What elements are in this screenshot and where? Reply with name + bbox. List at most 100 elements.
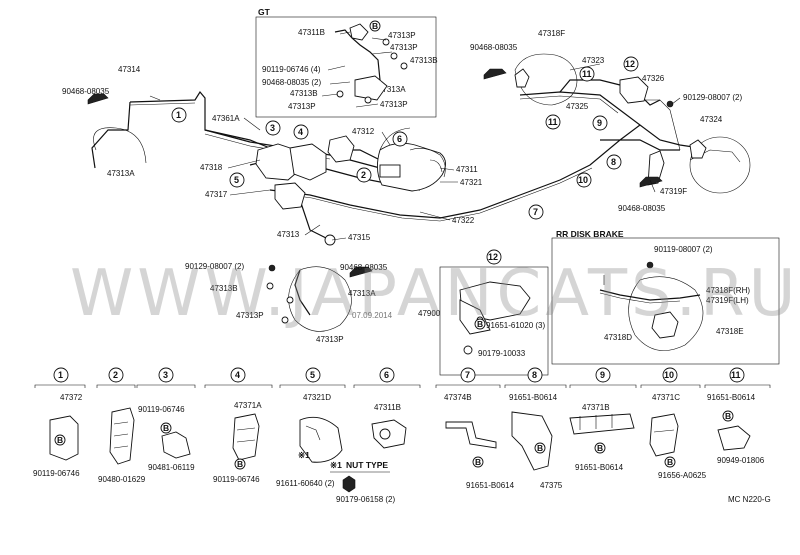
parts-row-number: 3: [163, 370, 168, 380]
b-marker: B: [57, 435, 63, 445]
parts-row-number: 10: [664, 370, 674, 380]
parts-row-top-label: 47321D: [303, 393, 331, 402]
parts-row-top-label: 47371B: [582, 403, 610, 412]
parts-row-number: 9: [600, 370, 605, 380]
parts-row-number: 2: [113, 370, 118, 380]
parts-row-number: 8: [532, 370, 537, 380]
gt-label: 47313P: [388, 31, 416, 40]
watermark-date: 07.09.2014: [352, 311, 393, 320]
part-label: 90179-10033: [478, 349, 526, 358]
gt-label: 47313A: [378, 85, 406, 94]
callout-number: 10: [578, 175, 588, 185]
parts-row-number: 1: [58, 370, 63, 380]
rr-disk-label: 47318F(RH): [706, 286, 750, 295]
parts-row-bottom-label: 91611-60640 (2): [276, 479, 335, 488]
part-label: 47900: [418, 309, 441, 318]
parts-row-bottom-label: 90119-06746: [33, 469, 80, 478]
parts-row-top-label: 91651-B0614: [707, 393, 756, 402]
part-label: 47311: [456, 165, 478, 174]
b-marker: B: [163, 423, 169, 433]
rr-disk-title: RR DISK BRAKE: [556, 229, 624, 239]
part-label: 47313A: [107, 169, 135, 178]
part-label: 90129-08007 (2): [185, 262, 244, 271]
b-marker: B: [537, 443, 543, 453]
parts-row-bottom-label: 91656-A0625: [658, 471, 707, 480]
parts-row-top-label: 47311B: [374, 403, 401, 412]
part-label: 91651-61020 (3): [486, 321, 545, 330]
b-marker: B: [597, 443, 603, 453]
valve-group-12: [439, 266, 549, 376]
rr-disk-label: 47319F(LH): [706, 296, 749, 305]
parts-row-top-label: 47371A: [234, 401, 262, 410]
callout-number: 6: [397, 134, 402, 144]
gt-label: 90468-08035 (2): [262, 78, 321, 87]
parts-row-number: 7: [465, 370, 470, 380]
parts-row-bottom-label: 90481-06119: [148, 463, 195, 472]
gt-label: 47313B: [290, 89, 318, 98]
part-label: 47324: [700, 115, 723, 124]
diagram-callouts: 1 2 3 4 5 6 7 8 9 10 11 11 12 12 B B: [171, 20, 639, 330]
part-label: 90468-08035: [62, 87, 110, 96]
callout-number: 11: [582, 69, 592, 79]
part-label: 47313A: [348, 289, 376, 298]
part-label: 90468-08035: [470, 43, 518, 52]
gt-label: 47313P: [380, 100, 408, 109]
b-marker: B: [667, 457, 673, 467]
rr-disk-brake-inset: RR DISK BRAKE 90119-08007 (2) 47318F(RH)…: [551, 229, 780, 365]
part-label: 47313P: [236, 311, 264, 320]
parts-row-top-label: 47374B: [444, 393, 472, 402]
parts-row-top-label: 47371C: [652, 393, 680, 402]
b-marker: B: [475, 457, 481, 467]
callout-number: 12: [625, 59, 635, 69]
callout-number: 9: [597, 118, 602, 128]
parts-row-number: 11: [731, 370, 741, 380]
part-label: 47361A: [212, 114, 240, 123]
b-marker: B: [237, 459, 243, 469]
callout-number: 2: [361, 170, 366, 180]
part-label: 47318: [200, 163, 223, 172]
part-label: 47318F: [538, 29, 565, 38]
gt-label: 47313P: [288, 102, 316, 111]
diagram-code: MC N220-G: [728, 495, 771, 504]
parts-row-number: 4: [235, 370, 240, 380]
gt-label: 47313B: [410, 56, 438, 65]
part-label: 47326: [642, 74, 665, 83]
nut-type-marker: ※1: [330, 460, 342, 470]
parts-row-number: 5: [310, 370, 315, 380]
callout-number: 8: [611, 157, 616, 167]
rr-disk-label: 47318E: [716, 327, 744, 336]
parts-row-top-label: 47372: [60, 393, 83, 402]
parts-row-bottom-label: 47375: [540, 481, 563, 490]
part-label: 47319F: [660, 187, 687, 196]
parts-row-bottom-label: 91651-B0614: [575, 463, 624, 472]
b-marker: B: [477, 319, 483, 329]
part-label: 90129-08007 (2): [683, 93, 742, 102]
part-label: 47317: [205, 190, 228, 199]
main-tubes: [87, 53, 751, 278]
watermark-text: WWW.JAPANCATS.RU: [70, 257, 799, 331]
callout-number: 12: [488, 252, 498, 262]
rr-disk-label: 47318D: [604, 333, 632, 342]
parts-row-number: 6: [384, 370, 389, 380]
gt-label: 47311B: [298, 28, 325, 37]
nut-marker: ※1: [298, 450, 310, 460]
part-label: 47322: [452, 216, 475, 225]
callout-number: 5: [234, 175, 239, 185]
callout-number: 7: [533, 207, 538, 217]
part-label: 47314: [118, 65, 141, 74]
callout-number: 4: [298, 127, 303, 137]
parts-row-bottom-label: 91651-B0614: [466, 481, 515, 490]
callout-number: 11: [548, 117, 558, 127]
watermark: WWW.JAPANCATS.RU 07.09.2014: [70, 257, 799, 331]
parts-row: 1 2 3 4 5 6 7 8 9 10 11 47372 90119-0674…: [33, 367, 771, 504]
callout-number: 3: [270, 123, 275, 133]
part-label: 90468-08035: [618, 204, 666, 213]
part-label: 47323: [582, 56, 605, 65]
rr-disk-label: 90119-08007 (2): [654, 245, 713, 254]
rear-drum-group: [266, 266, 352, 332]
callout-number: 1: [176, 110, 181, 120]
gt-title: GT: [258, 7, 271, 17]
parts-row-bottom-label: 90949-01806: [717, 456, 765, 465]
